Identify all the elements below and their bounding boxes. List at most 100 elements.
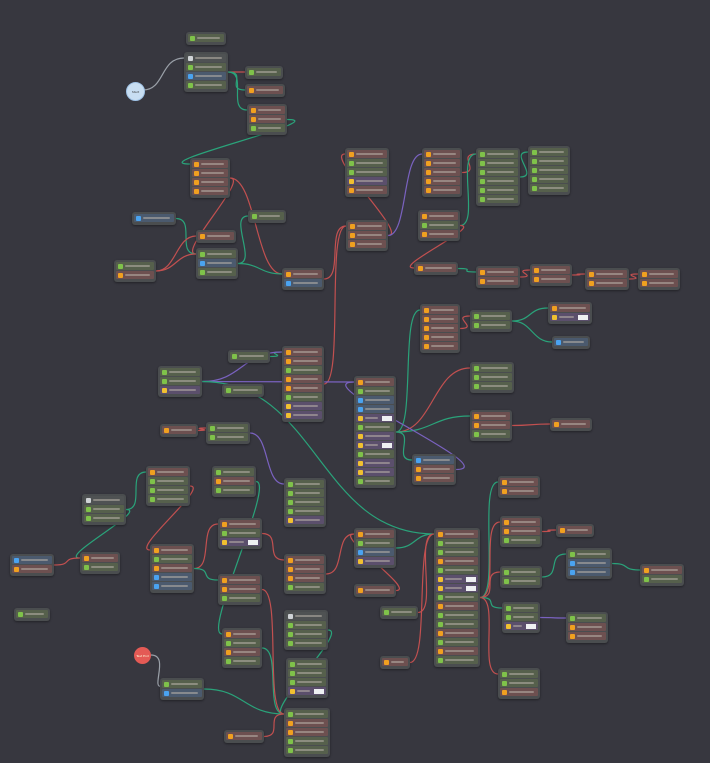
node-row[interactable] (422, 315, 458, 323)
node-row[interactable] (284, 270, 322, 278)
graph-node[interactable] (476, 148, 520, 206)
node-row[interactable] (286, 612, 326, 620)
start-node[interactable]: Start (126, 82, 145, 101)
node-row[interactable] (422, 306, 458, 314)
graph-node[interactable] (82, 494, 126, 525)
node-row[interactable] (422, 333, 458, 341)
node-row[interactable] (550, 304, 590, 312)
node-row[interactable] (356, 423, 394, 431)
node-row[interactable] (284, 384, 322, 392)
node-row[interactable] (247, 68, 281, 76)
node-row[interactable] (414, 474, 454, 482)
node-row[interactable] (436, 602, 478, 610)
value-field[interactable] (382, 415, 392, 421)
node-row[interactable] (436, 584, 478, 592)
graph-node[interactable] (247, 104, 287, 135)
node-row[interactable] (12, 556, 52, 564)
node-row[interactable] (356, 396, 394, 404)
graph-node[interactable] (186, 32, 226, 45)
node-row[interactable] (500, 670, 538, 678)
graph-node[interactable] (222, 384, 264, 397)
node-row[interactable] (356, 441, 394, 449)
node-row[interactable] (478, 168, 518, 176)
node-row[interactable] (186, 81, 226, 89)
graph-node[interactable] (80, 552, 120, 574)
node-row[interactable] (198, 268, 236, 276)
graph-node[interactable] (566, 548, 612, 579)
node-row[interactable] (424, 168, 460, 176)
graph-node[interactable] (146, 466, 190, 506)
graph-node[interactable] (196, 230, 236, 243)
node-row[interactable] (382, 658, 408, 666)
graph-node[interactable] (530, 264, 572, 286)
node-row[interactable] (436, 629, 478, 637)
node-row[interactable] (208, 424, 248, 432)
node-row[interactable] (148, 486, 188, 494)
node-row[interactable] (436, 638, 478, 646)
graph-node[interactable] (245, 84, 285, 97)
node-row[interactable] (286, 728, 328, 736)
node-row[interactable] (348, 231, 386, 239)
node-row[interactable] (424, 186, 460, 194)
node-row[interactable] (220, 576, 260, 584)
node-row[interactable] (192, 169, 228, 177)
node-row[interactable] (504, 622, 538, 630)
graph-node[interactable] (160, 678, 204, 700)
node-row[interactable] (198, 232, 234, 240)
graph-node[interactable] (222, 628, 262, 668)
node-row[interactable] (152, 573, 192, 581)
node-row[interactable] (284, 411, 322, 419)
graph-node[interactable] (158, 366, 202, 397)
graph-node[interactable] (245, 66, 283, 79)
node-row[interactable] (188, 34, 224, 42)
node-row[interactable] (356, 539, 394, 547)
value-field[interactable] (314, 688, 324, 694)
node-row[interactable] (286, 565, 324, 573)
node-row[interactable] (502, 536, 540, 544)
node-row[interactable] (226, 732, 262, 740)
end-node[interactable]: Test End (134, 647, 151, 664)
node-row[interactable] (414, 465, 454, 473)
node-row[interactable] (12, 565, 52, 573)
node-row[interactable] (436, 593, 478, 601)
node-row[interactable] (550, 313, 590, 321)
node-row[interactable] (568, 550, 610, 558)
graph-node[interactable] (160, 424, 198, 437)
graph-node[interactable] (286, 658, 328, 698)
node-row[interactable] (286, 583, 324, 591)
node-row[interactable] (208, 433, 248, 441)
node-row[interactable] (436, 557, 478, 565)
node-row[interactable] (284, 366, 322, 374)
graph-node[interactable] (552, 336, 590, 349)
node-row[interactable] (500, 487, 538, 495)
node-row[interactable] (422, 324, 458, 332)
graph-node[interactable] (470, 410, 512, 441)
node-row[interactable] (214, 486, 254, 494)
node-row[interactable] (224, 630, 260, 638)
graph-node[interactable] (422, 148, 462, 197)
graph-node[interactable] (218, 574, 262, 605)
node-row[interactable] (356, 459, 394, 467)
node-row[interactable] (286, 498, 324, 506)
node-row[interactable] (286, 639, 326, 647)
node-row[interactable] (472, 373, 512, 381)
node-row[interactable] (162, 426, 196, 434)
graph-node[interactable] (470, 362, 514, 393)
node-row[interactable] (478, 159, 518, 167)
node-row[interactable] (356, 378, 394, 386)
graph-node[interactable] (638, 268, 680, 290)
node-row[interactable] (286, 556, 324, 564)
node-row[interactable] (558, 526, 592, 534)
node-row[interactable] (214, 468, 254, 476)
node-row[interactable] (148, 477, 188, 485)
node-row[interactable] (478, 186, 518, 194)
node-row[interactable] (347, 159, 387, 167)
node-row[interactable] (436, 611, 478, 619)
graph-node[interactable] (190, 158, 230, 198)
node-row[interactable] (152, 555, 192, 563)
node-row[interactable] (152, 546, 192, 554)
value-field[interactable] (466, 585, 476, 591)
node-row[interactable] (502, 527, 540, 535)
node-row[interactable] (84, 505, 124, 513)
node-row[interactable] (284, 348, 322, 356)
